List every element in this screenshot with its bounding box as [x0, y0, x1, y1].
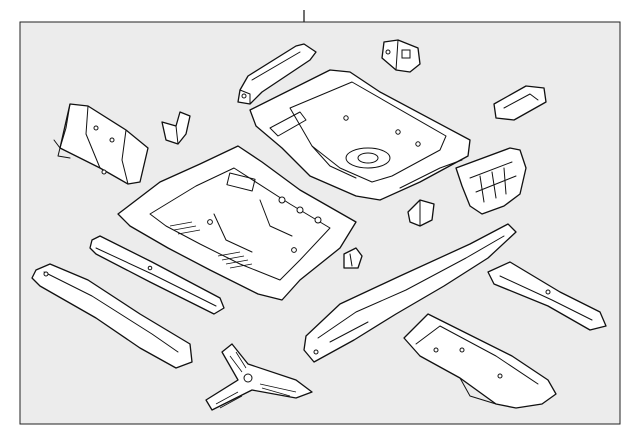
- front-floor-pan[interactable]: [117, 145, 357, 301]
- upper-long-bracket[interactable]: [237, 43, 317, 105]
- left-side-bracket[interactable]: [53, 103, 149, 185]
- three-arm-bracket[interactable]: [205, 343, 313, 411]
- top-right-clip[interactable]: [381, 39, 421, 73]
- spare-tire-well-pan[interactable]: [249, 69, 471, 201]
- lower-right-extension[interactable]: [403, 313, 557, 409]
- right-long-rail[interactable]: [303, 223, 517, 363]
- rear-corner-panel-right[interactable]: [455, 147, 527, 215]
- right-cross-brace[interactable]: [487, 261, 607, 331]
- small-bracket-mid[interactable]: [343, 247, 363, 269]
- small-reinforcement-right[interactable]: [493, 85, 547, 121]
- small-gusset[interactable]: [161, 111, 191, 145]
- small-clip-center[interactable]: [407, 199, 435, 227]
- left-rail[interactable]: [31, 263, 193, 369]
- crossmember-rail[interactable]: [89, 235, 225, 315]
